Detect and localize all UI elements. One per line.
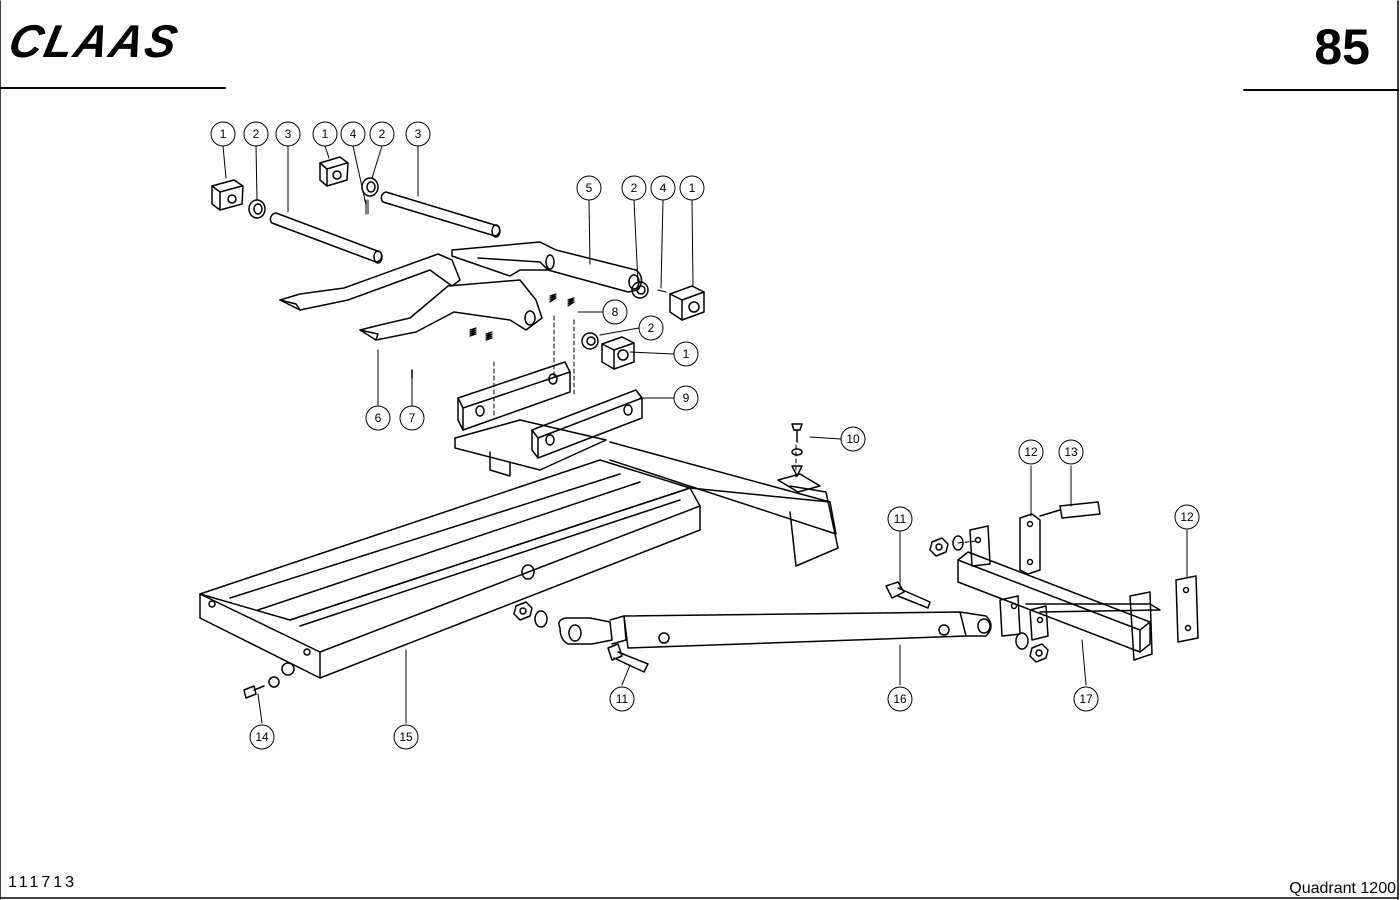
callout-4: 4 [650, 175, 676, 201]
svg-text:2: 2 [253, 127, 260, 141]
callout-10: 10 [840, 426, 866, 452]
svg-text:3: 3 [415, 127, 422, 141]
callout-4: 4 [340, 121, 366, 147]
callout-1: 1 [210, 121, 236, 147]
callout-16: 16 [887, 686, 913, 712]
svg-text:14: 14 [255, 730, 269, 744]
main-frame [199, 441, 839, 679]
pin-shaft [269, 212, 383, 264]
svg-text:9: 9 [683, 391, 690, 405]
svg-text:11: 11 [616, 692, 629, 706]
lever-arm [279, 253, 461, 311]
callout-1: 1 [679, 175, 705, 201]
callouts: 1 2 3 1 4 2 3 5 2 4 1 8 2 1 6 7 9 10 11 … [210, 121, 1200, 750]
svg-text:3: 3 [285, 127, 292, 141]
svg-text:15: 15 [399, 730, 413, 744]
hydraulic-cylinder [558, 611, 992, 649]
callout-12: 12 [1174, 504, 1200, 530]
bearing-block [669, 285, 705, 321]
bearing-block [319, 156, 349, 187]
strap-plate [1019, 513, 1199, 643]
callout-2: 2 [621, 175, 647, 201]
callout-2: 2 [243, 121, 269, 147]
callout-13: 13 [1058, 439, 1084, 465]
callout-15: 15 [393, 724, 419, 750]
svg-text:13: 13 [1064, 445, 1078, 459]
callout-6: 6 [365, 405, 391, 431]
callout-11: 11 [887, 506, 913, 532]
rocker-arm [451, 241, 643, 293]
svg-text:2: 2 [631, 181, 638, 195]
mounting-plate [457, 361, 571, 431]
svg-text:4: 4 [660, 181, 667, 195]
callout-2: 2 [638, 315, 664, 341]
svg-text:16: 16 [893, 692, 907, 706]
bearing-block [211, 179, 244, 211]
svg-text:1: 1 [322, 127, 329, 141]
callout-1: 1 [312, 121, 338, 147]
svg-text:11: 11 [894, 512, 907, 526]
svg-text:7: 7 [409, 411, 416, 425]
svg-text:12: 12 [1180, 510, 1194, 524]
cross-bracket [957, 525, 1161, 661]
callout-17: 17 [1073, 686, 1099, 712]
carrier-plate [454, 419, 607, 477]
mounting-plate [531, 389, 643, 459]
callout-5: 5 [576, 175, 602, 201]
callout-9: 9 [673, 385, 699, 411]
svg-text:1: 1 [689, 181, 696, 195]
callout-12: 12 [1018, 439, 1044, 465]
bearing-block [601, 336, 635, 370]
nut [513, 535, 1049, 663]
svg-text:4: 4 [350, 127, 357, 141]
callout-3: 3 [275, 121, 301, 147]
svg-text:1: 1 [220, 127, 227, 141]
svg-text:17: 17 [1079, 692, 1093, 706]
washer [248, 177, 649, 350]
svg-text:2: 2 [648, 321, 655, 335]
callout-7: 7 [399, 405, 425, 431]
cotter-pin [365, 199, 667, 293]
leader-lines [222, 145, 1188, 724]
svg-text:6: 6 [375, 411, 382, 425]
callout-2: 2 [369, 121, 395, 147]
svg-text:10: 10 [846, 432, 860, 446]
page-number: 85 [1314, 19, 1370, 75]
callout-8: 8 [602, 299, 628, 325]
callout-11: 11 [609, 686, 635, 712]
lever-arm [359, 279, 543, 379]
model-name: Quadrant 1200 [1289, 880, 1396, 897]
svg-text:1: 1 [683, 347, 690, 361]
svg-text:5: 5 [586, 181, 593, 195]
callout-1: 1 [673, 341, 699, 367]
drawing-number: 111713 [8, 874, 78, 891]
callout-3: 3 [405, 121, 431, 147]
pin-shaft [380, 191, 501, 238]
bolt [243, 423, 1101, 699]
callout-14: 14 [249, 724, 275, 750]
spring [469, 293, 575, 341]
svg-text:8: 8 [612, 305, 619, 319]
svg-text:12: 12 [1024, 445, 1038, 459]
svg-text:2: 2 [379, 127, 386, 141]
